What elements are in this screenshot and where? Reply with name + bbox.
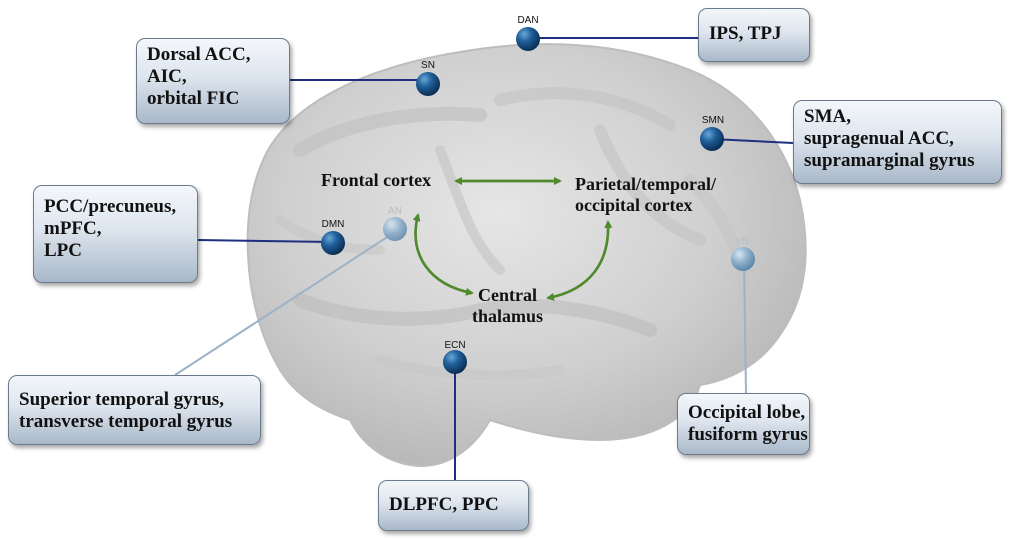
node-label-ecn: ECN: [444, 340, 466, 351]
node-label-sn: SN: [421, 60, 435, 71]
box-dorsal-attention-network: IPS, TPJ: [698, 8, 810, 62]
box-line: LPC: [44, 240, 82, 261]
box-visual-network: Occipital lobe, fusiform gyrus: [677, 393, 810, 455]
connector-dmn: [197, 239, 334, 243]
box-salience-network: Dorsal ACC, AIC, orbital FIC: [136, 38, 290, 124]
brain-fold: [594, 124, 706, 246]
region-thalamus-line: thalamus: [472, 306, 544, 326]
box-line: Dorsal ACC,: [147, 44, 251, 65]
region-parietal-line: Parietal/temporal/: [575, 174, 716, 194]
box-line: PCC/precuneus,: [44, 196, 177, 217]
box-line: supramarginal gyrus: [804, 150, 975, 171]
connector-smn: [711, 138, 794, 144]
brain-fold: [494, 87, 676, 131]
arrow-frontal-thalamus: [414, 214, 474, 296]
node-dmn: [321, 231, 345, 255]
interaction-arrows: [412, 177, 613, 301]
node-label-smn: SMN: [701, 115, 725, 126]
box-line: fusiform gyrus: [688, 424, 808, 445]
box-line: SMA,: [804, 106, 851, 127]
box-default-mode-network: PCC/precuneus, mPFC, LPC: [33, 185, 198, 283]
region-parietal-line: occipital cortex: [575, 195, 693, 215]
box-line: AIC,: [147, 66, 187, 87]
network-nodes: [321, 27, 755, 374]
node-label-an: AN: [388, 206, 402, 217]
region-central-thalamus: Central thalamus: [472, 285, 543, 327]
connector-vn: [743, 259, 747, 394]
arrow-parietal-thalamus: [546, 221, 610, 301]
brain-fold: [293, 106, 487, 157]
brain-fold: [293, 293, 657, 337]
node-label-vn: VN: [735, 236, 749, 247]
region-frontal-cortex: Frontal cortex: [321, 170, 432, 190]
box-sensorimotor-network: SMA, supragenual ACC, supramarginal gyru…: [793, 100, 1002, 184]
box-executive-control-network: DLPFC, PPC: [378, 480, 529, 531]
box-auditory-network: Superior temporal gyrus, transverse temp…: [8, 375, 261, 445]
node-ecn: [443, 350, 467, 374]
brain-fold: [375, 355, 565, 381]
connector-an: [174, 231, 396, 376]
brain-fold: [435, 145, 505, 275]
node-vn: [731, 247, 755, 271]
node-label-dmn: DMN: [321, 219, 345, 230]
box-line: Occipital lobe,: [688, 402, 806, 423]
box-line: supragenual ACC,: [804, 128, 954, 149]
box-line: mPFC,: [44, 218, 102, 239]
region-thalamus-line: Central: [478, 285, 537, 305]
box-line: Superior temporal gyrus,: [19, 389, 224, 410]
node-an: [383, 217, 407, 241]
box-line: transverse temporal gyrus: [19, 411, 233, 432]
node-dan: [516, 27, 540, 51]
node-smn: [700, 127, 724, 151]
node-label-dan: DAN: [517, 15, 539, 26]
box-line: IPS, TPJ: [709, 23, 782, 44]
box-line: orbital FIC: [147, 88, 240, 109]
region-parietal-temporal-occipital: Parietal/temporal/ occipital cortex: [575, 174, 716, 216]
box-line: DLPFC, PPC: [389, 494, 499, 515]
node-sn: [416, 72, 440, 96]
